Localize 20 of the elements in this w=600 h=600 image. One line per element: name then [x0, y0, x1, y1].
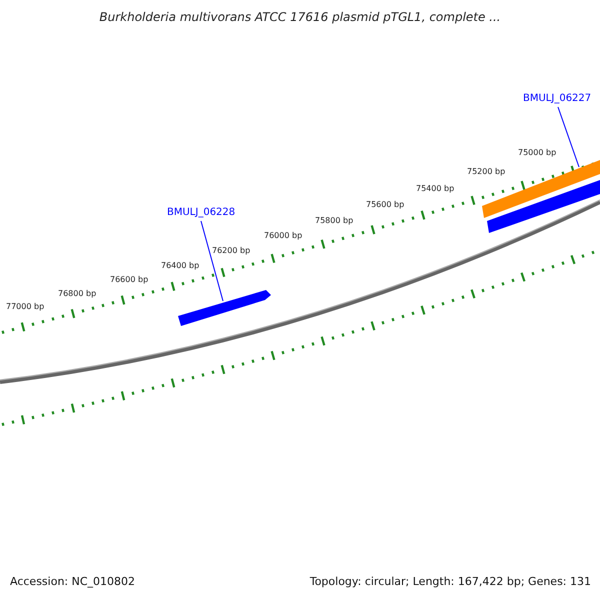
scale-label: 76600 bp — [110, 275, 148, 284]
scale-label: 75800 bp — [315, 216, 354, 225]
scale-label: 75400 bp — [416, 184, 454, 193]
scale-label: 76800 bp — [58, 289, 96, 298]
scale-label: 75200 bp — [467, 167, 506, 176]
title: Burkholderia multivorans ATCC 17616 plasmid pTGL1, complete ... — [98, 10, 502, 24]
gene-arrow — [178, 290, 271, 326]
leader-line — [200, 220, 224, 302]
scale-label: 76200 bp — [212, 246, 250, 255]
accession-label: Accession: NC_010802 — [10, 575, 136, 588]
gene-label: BMULJ_06227 — [523, 93, 592, 104]
leader-line — [558, 106, 580, 168]
scale-label: 77000 bp — [6, 302, 44, 311]
scale-label: 76400 bp — [161, 261, 200, 270]
gene-label: BMULJ_06228 — [167, 207, 236, 218]
scale-label: 75000 bp — [518, 148, 556, 157]
scale-label: 76000 bp — [264, 231, 302, 240]
scale-label: 75600 bp — [366, 200, 404, 209]
summary-label: Topology: circular; Length: 167,422 bp; Genes: 131 — [310, 575, 591, 588]
gene-bar — [487, 180, 600, 233]
